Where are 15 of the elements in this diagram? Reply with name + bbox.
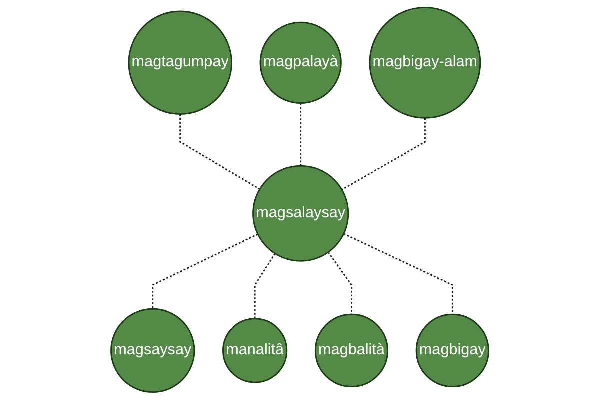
node-circle: magbigay	[416, 314, 490, 388]
node-circle: magsalaysay	[252, 165, 350, 262]
connector	[344, 233, 454, 315]
node-circle: magbigay-alam	[369, 6, 482, 119]
connector	[300, 103, 302, 166]
connector	[342, 118, 426, 191]
connector	[180, 114, 260, 190]
connector	[328, 252, 352, 315]
node-circle: magsaysay	[110, 308, 196, 394]
node-circle: manalitâ	[222, 318, 288, 384]
node-circle: magbalità	[314, 314, 389, 388]
node-circle: magpalayà	[260, 22, 342, 104]
connector	[254, 253, 276, 319]
node-circle: magtagumpay	[128, 10, 232, 116]
connector	[152, 234, 258, 310]
